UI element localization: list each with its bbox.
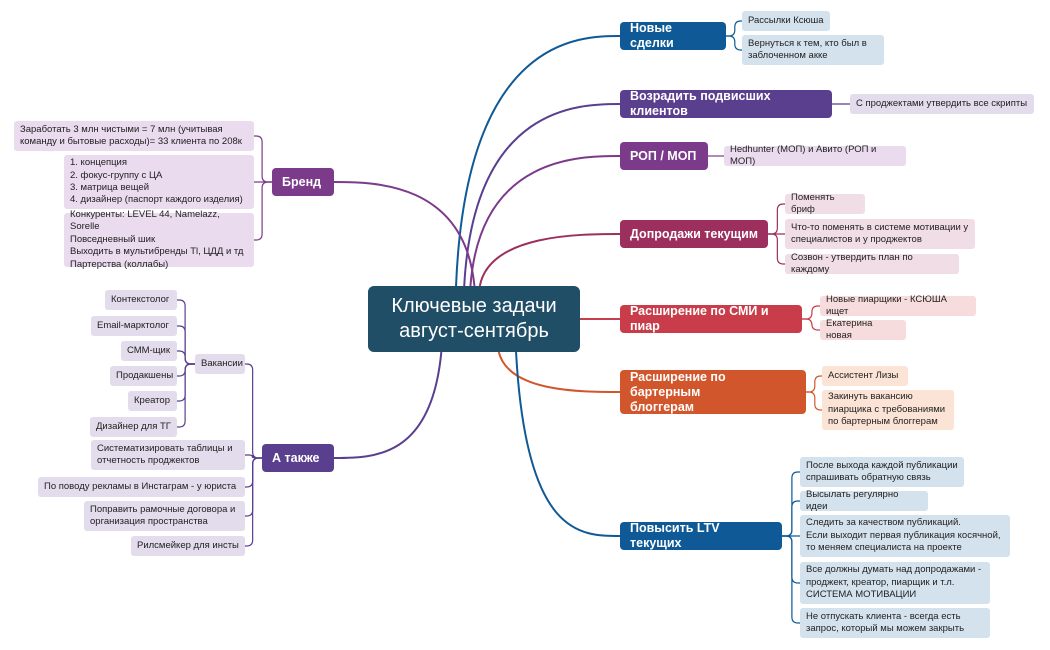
sub-vacancies[interactable]: Вакансии (195, 354, 245, 374)
leaf-assistant-liza[interactable]: Ассистент Лизы (822, 366, 908, 386)
leaf-change-brief[interactable]: Поменять бриф (785, 192, 865, 215)
leaf-line-17 (806, 391, 822, 411)
leaf-reelsmaker[interactable]: Рилсмейкер для инсты (131, 536, 245, 556)
leaf-line-22 (782, 535, 800, 584)
leaf-concept-list[interactable]: 1. концепция 2. фокус-группу с ЦА 3. мат… (64, 155, 254, 209)
leaf-quality-control[interactable]: Следить за качеством публикаций. Если вы… (800, 515, 1010, 557)
topic-brand[interactable]: Бренд (272, 168, 334, 196)
branch-line-24 (333, 181, 476, 287)
branch-line-15 (497, 351, 621, 393)
leaf-ekaterina[interactable]: Екатерина новая (820, 318, 906, 341)
leaf-line-30 (177, 299, 195, 365)
vacancy-creator[interactable]: Креатор (128, 391, 177, 411)
leaf-line-19 (782, 471, 800, 537)
leaf-new-pr[interactable]: Новые пиарщики - КСЮША ищет (820, 294, 976, 317)
leaf-line-2 (726, 20, 742, 37)
leaf-mailings[interactable]: Рассылки Ксюша (742, 11, 830, 31)
branch-line-1 (455, 35, 621, 287)
vacancy-tg-designer[interactable]: Дизайнер для ТГ (90, 417, 177, 437)
leaf-line-35 (177, 363, 195, 428)
topic-barter-bloggers[interactable]: Расширение по бартерным блоггерам (620, 370, 806, 414)
topic-rop-mop[interactable]: РОП / МОП (620, 142, 708, 170)
leaf-motivation-system[interactable]: Что-то поменять в системе мотивации у сп… (785, 219, 975, 249)
leaf-call-plan[interactable]: Созвон - утвердить план по каждому (785, 252, 959, 275)
leaf-line-37 (245, 457, 262, 488)
leaf-competitors[interactable]: Конкуренты: LEVEL 44, Namelazz, Sorelle … (64, 209, 254, 270)
leaf-line-23 (782, 535, 800, 624)
vacancy-production[interactable]: Продакшены (110, 366, 177, 386)
leaf-everyone-upsell[interactable]: Все должны думать над допродажами - прод… (800, 562, 990, 604)
leaf-line-36 (245, 454, 262, 459)
leaf-return-blocked[interactable]: Вернуться к тем, кто был в заблоченном а… (742, 35, 884, 65)
leaf-line-39 (245, 457, 262, 547)
leaf-contracts[interactable]: Поправить рамочные договора и организаци… (84, 501, 245, 531)
topic-also[interactable]: А также (262, 444, 334, 472)
topic-ltv[interactable]: Повысить LTV текущих (620, 521, 782, 550)
leaf-send-ideas[interactable]: Высылать регулярно идеи (800, 489, 928, 512)
branch-line-4 (463, 103, 621, 287)
topic-revive-clients[interactable]: Возрадить подвисших клиентов (620, 89, 832, 118)
leaf-systematize-tables[interactable]: Систематизировать таблицы и отчетность п… (91, 440, 245, 470)
vacancy-smm[interactable]: СММ-щик (121, 341, 177, 361)
vacancy-context[interactable]: Контекстолог (105, 290, 177, 310)
vacancy-email[interactable]: Email-марктолог (91, 316, 177, 336)
leaf-line-32 (177, 350, 195, 365)
branch-line-18 (515, 351, 621, 537)
leaf-line-9 (768, 203, 785, 235)
leaf-line-20 (782, 500, 800, 537)
branch-line-28 (333, 351, 443, 459)
branch-line-6 (469, 155, 621, 287)
leaf-approve-scripts[interactable]: С проджектами утвердить все скрипты (850, 94, 1034, 114)
topic-media-pr[interactable]: Расширение по СМИ и пиар (620, 304, 802, 333)
leaf-feedback[interactable]: После выхода каждой публикации спрашиват… (800, 457, 964, 487)
leaf-line-11 (768, 233, 785, 265)
leaf-line-16 (806, 375, 822, 393)
central-topic[interactable]: Ключевые задачи август-сентябрь (368, 286, 580, 352)
leaf-line-34 (177, 363, 195, 402)
leaf-instagram-ads[interactable]: По поводу рекламы в Инстаграм - у юриста (38, 477, 245, 497)
topic-new-deals[interactable]: Новые сделки (620, 21, 726, 50)
leaf-line-29 (245, 363, 262, 459)
leaf-line-31 (177, 325, 195, 365)
leaf-hedhunter-avito[interactable]: Hedhunter (МОП) и Авито (РОП и МОП) (724, 144, 906, 167)
leaf-line-25 (254, 135, 272, 183)
leaf-line-27 (254, 181, 272, 241)
leaf-earn-3m[interactable]: Заработать 3 млн чистыми = 7 млн (учитыв… (14, 121, 254, 151)
leaf-keep-client[interactable]: Не отпускать клиента - всегда есть запро… (800, 608, 990, 638)
leaf-line-14 (802, 318, 820, 331)
topic-upsell[interactable]: Допродажи текущим (620, 220, 768, 248)
leaf-line-13 (802, 305, 820, 320)
leaf-line-3 (726, 35, 742, 51)
branch-line-8 (478, 233, 621, 287)
leaf-pr-vacancy[interactable]: Закинуть вакансию пиарщика с требованиям… (822, 390, 954, 430)
